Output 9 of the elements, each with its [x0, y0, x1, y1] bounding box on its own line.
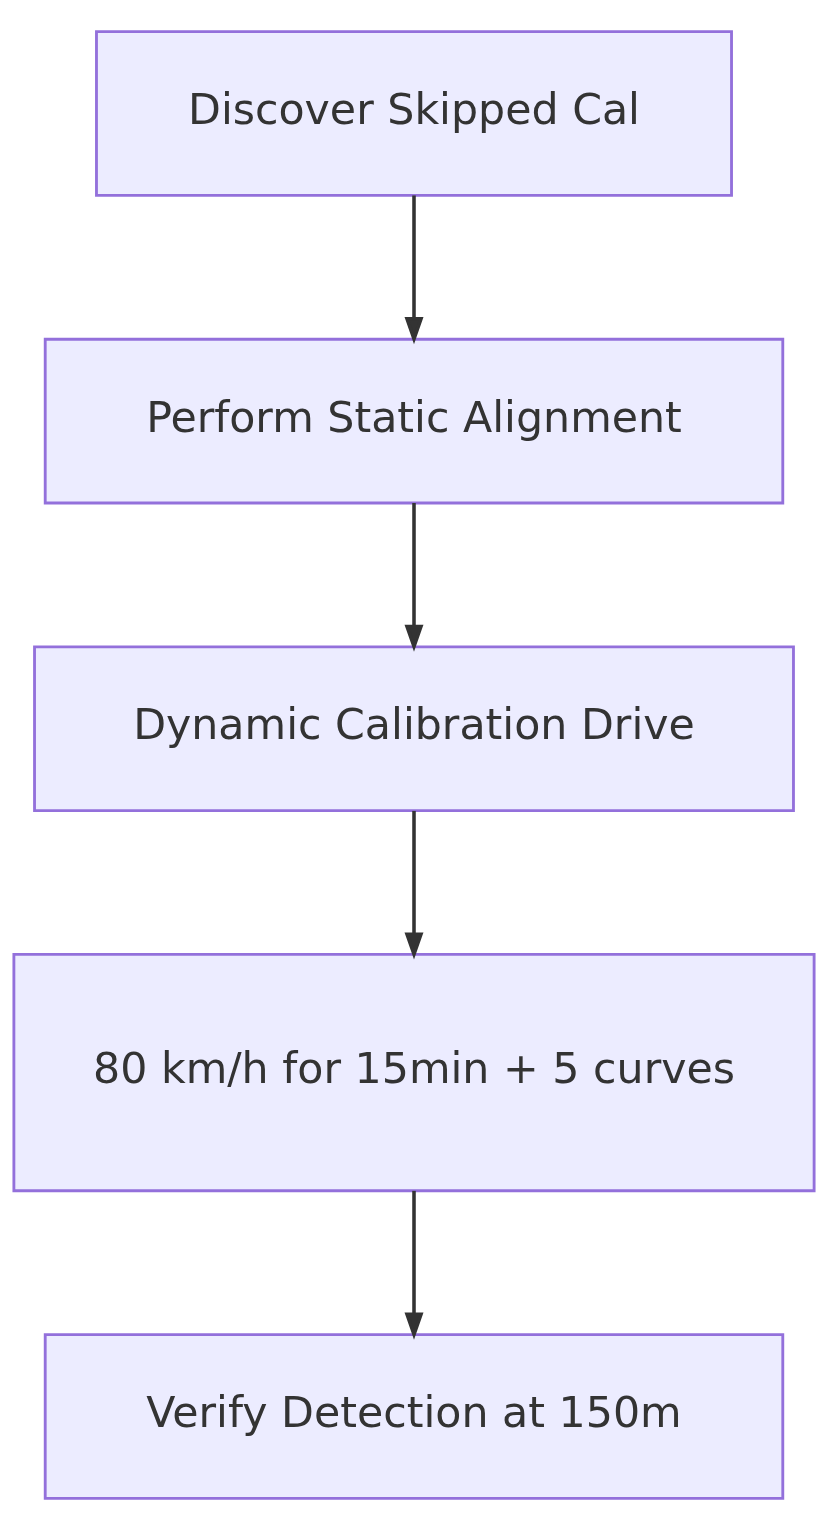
node-box: Verify Detection at 150m	[43, 1333, 785, 1500]
arrow	[404, 810, 424, 960]
node-box: 80 km/h for 15min + 5 curves	[12, 952, 816, 1193]
node-box: Dynamic Calibration Drive	[33, 645, 795, 812]
arrow	[404, 503, 424, 652]
arrow	[404, 1190, 424, 1340]
node-box: Discover Skipped Cal	[95, 30, 733, 197]
node-box: Perform Static Alignment	[43, 337, 785, 505]
arrow	[404, 195, 424, 345]
